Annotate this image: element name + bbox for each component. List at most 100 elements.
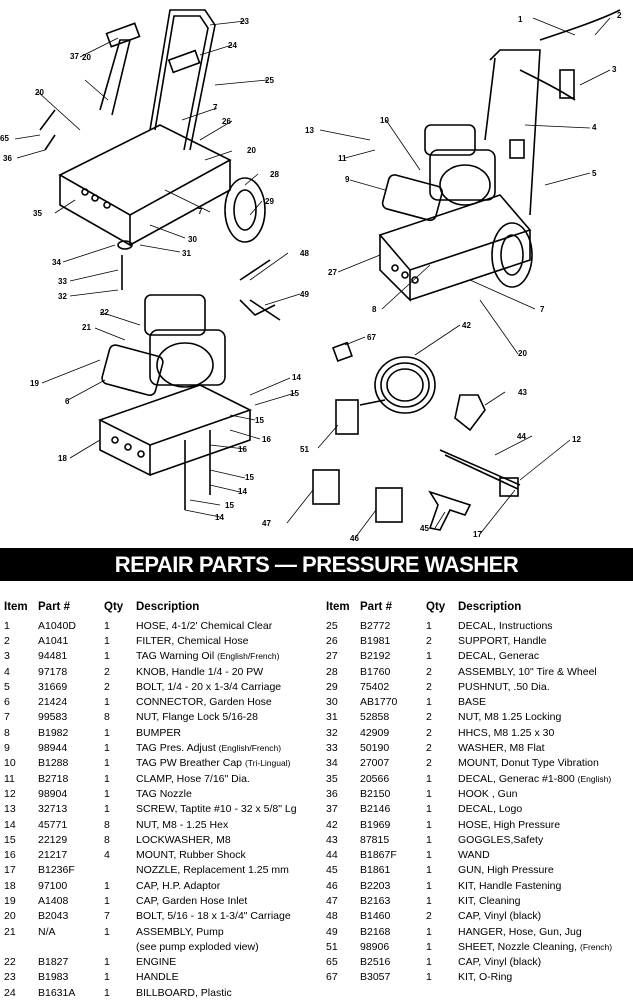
description: MOUNT, Rubber Shock [136, 849, 316, 861]
quantity: 2 [104, 665, 110, 678]
part-number: 21217 [38, 849, 68, 862]
callout-46: 46 [350, 534, 359, 543]
item-number: 26 [326, 634, 338, 647]
item-number: 21 [4, 925, 16, 938]
description-text: NOZZLE, Replacement 1.25 mm [136, 864, 289, 877]
description: SUPPORT, Handle [458, 635, 633, 647]
part-number: 31669 [38, 680, 68, 693]
callout-1: 1 [518, 15, 523, 24]
part-number: 50190 [360, 742, 390, 755]
description: TAG Warning Oil (English/French) [136, 650, 316, 662]
item-number: 6 [4, 696, 10, 709]
item-number: 32 [326, 726, 338, 739]
item-number: 27 [326, 650, 338, 663]
callout-7a: 7 [213, 103, 218, 112]
item-number: 46 [326, 879, 338, 892]
description-text: CONNECTOR, Garden Hose [136, 696, 272, 709]
quantity: 1 [426, 971, 432, 984]
header-qty: Qty [426, 601, 446, 613]
callout-45: 45 [420, 524, 429, 533]
part-number: B1288 [38, 757, 69, 770]
description: BOLT, 5/16 - 18 x 1-3/4" Carriage [136, 910, 316, 922]
description-text: ASSEMBLY, 10" Tire & Wheel [458, 665, 597, 678]
callout-14c: 14 [215, 513, 224, 522]
description-text: PUSHNUT, .50 Dia. [458, 680, 550, 693]
callout-28: 28 [270, 170, 279, 179]
header-item: Item [326, 601, 350, 613]
quantity: 1 [426, 894, 432, 907]
description: NOZZLE, Replacement 1.25 mm [136, 864, 316, 876]
description-text: BASE [458, 696, 487, 709]
part-number: B2772 [360, 619, 391, 632]
description: PUSHNUT, .50 Dia. [458, 681, 633, 693]
description-text: KNOB, Handle 1/4 - 20 PW [136, 665, 264, 678]
callout-5: 5 [592, 169, 597, 178]
callout-20d: 20 [518, 349, 527, 358]
description-text: DECAL, Instructions [458, 619, 553, 632]
description-text: TAG Nozzle [136, 787, 192, 800]
item-number: 20 [4, 910, 16, 923]
callout-24: 24 [228, 41, 237, 50]
part-number: 98906 [360, 940, 390, 953]
quantity: 1 [104, 650, 110, 663]
description-note: (Tri-Lingual) [244, 758, 291, 769]
quantity: 1 [104, 879, 110, 892]
part-number: 22129 [38, 833, 68, 846]
description: BASE [458, 696, 633, 708]
table-header: Item Part # Qty Description [326, 596, 633, 618]
item-number: 5 [4, 680, 10, 693]
description: CLAMP, Hose 7/16" Dia. [136, 773, 316, 785]
description: ASSEMBLY, Pump [136, 926, 316, 938]
part-number: B1760 [360, 665, 391, 678]
quantity: 1 [426, 879, 432, 892]
item-number: 31 [326, 711, 338, 724]
item-number: 44 [326, 849, 338, 862]
quantity: 1 [426, 956, 432, 969]
callout-14b: 14 [238, 487, 247, 496]
item-number: 25 [326, 619, 338, 632]
quantity: 1 [426, 925, 432, 938]
item-number: 4 [4, 665, 10, 678]
description: GUN, High Pressure [458, 864, 633, 876]
description-text: LOCKWASHER, M8 [136, 833, 231, 846]
part-number: B1631A [38, 986, 76, 999]
description: (see pump exploded view) [136, 941, 316, 953]
description-text: ASSEMBLY, Pump [136, 925, 224, 938]
part-number: B2192 [360, 650, 391, 663]
quantity: 1 [104, 634, 110, 647]
description-text: DECAL, Generac [458, 650, 540, 663]
quantity: 2 [426, 910, 432, 923]
quantity: 2 [426, 711, 432, 724]
leader-lines [14, 17, 611, 539]
part-number: 32713 [38, 803, 68, 816]
parts-table-right: Item Part # Qty Description 25 B2772 1 DECA… [326, 596, 633, 985]
description-text: NUT, Flange Lock 5/16-28 [136, 711, 258, 724]
part-number: 75402 [360, 680, 390, 693]
description-text: SCREW, Taptite #10 - 32 x 5/8" Lg [136, 803, 297, 816]
callout-9: 9 [345, 175, 350, 184]
part-number: 21424 [38, 696, 68, 709]
callout-15a: 15 [290, 389, 299, 398]
description: HOSE, High Pressure [458, 819, 633, 831]
part-number: A1408 [38, 894, 69, 907]
quantity: 1 [104, 696, 110, 709]
description-text: HHCS, M8 1.25 x 30 [458, 726, 555, 739]
callout-47: 47 [262, 519, 271, 528]
item-number: 1 [4, 619, 10, 632]
part-number: B2203 [360, 879, 391, 892]
part-number: B2718 [38, 772, 69, 785]
description-text: CLAMP, Hose 7/16" Dia. [136, 772, 250, 785]
exploded-parts-diagram: 1 2 3 4 5 6 7 7 7 8 9 10 11 12 13 14 14 … [0, 9, 622, 543]
quantity: 1 [426, 833, 432, 846]
quantity: 2 [426, 634, 432, 647]
part-number: AB1770 [360, 696, 398, 709]
quantity: 1 [104, 956, 110, 969]
